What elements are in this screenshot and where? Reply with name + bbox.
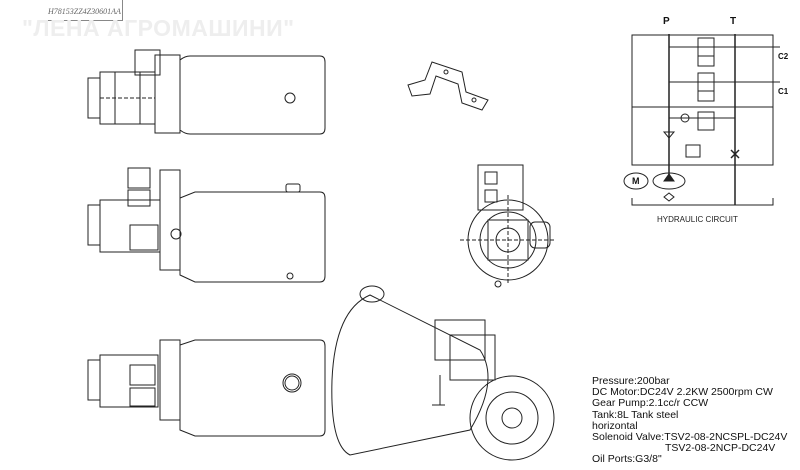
spec-oil-ports: Oil Ports:G3/8" <box>592 453 662 466</box>
spec-motor: DC Motor:DC24V 2.2KW 2500rpm CW <box>592 386 773 399</box>
spec-pressure: Pressure:200bar <box>592 375 670 387</box>
watermark: "ЛЕНА АГРОМАШИНИ" <box>22 15 295 41</box>
spec-pump: Gear Pump:2.1cc/r CCW <box>592 397 709 410</box>
side-view-top <box>87 49 326 135</box>
hydraulic-circuit-diagram <box>623 34 780 206</box>
circuit-title: HYDRAULIC CIRCUIT <box>657 215 738 224</box>
isometric-view <box>331 285 555 461</box>
front-view <box>460 164 556 288</box>
port-c1-label: C1 <box>778 87 789 96</box>
mounting-bracket <box>407 61 489 111</box>
title-block <box>40 0 123 21</box>
spec-tank: Tank:8L Tank steel <box>592 408 679 421</box>
side-view-middle <box>87 167 326 283</box>
port-t-label: T <box>730 16 737 27</box>
port-p-label: P <box>663 16 670 27</box>
motor-label: M <box>632 176 640 186</box>
drawing-id: H78153ZZ4Z30601AA <box>48 7 121 16</box>
spec-valve-2: TSV2-08-2NCP-DC24V <box>665 442 776 455</box>
spec-tank-orientation: horizontal <box>592 419 638 432</box>
port-c2-label: C2 <box>778 52 789 61</box>
side-view-bottom <box>87 339 326 437</box>
spec-valve-1: Solenoid Valve:TSV2-08-2NCSPL-DC24V <box>592 431 788 444</box>
specifications: Pressure:200bar DC Motor:DC24V 2.2KW 250… <box>592 375 788 466</box>
